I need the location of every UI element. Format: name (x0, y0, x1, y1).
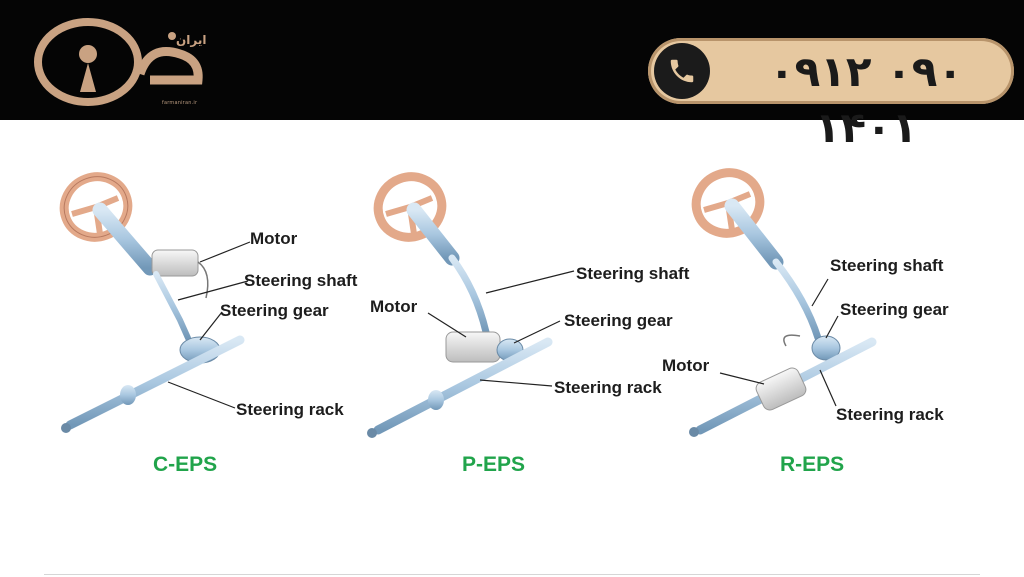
r-eps-gear (811, 335, 841, 361)
r-eps-shaft-label: Steering shaft (830, 256, 944, 275)
p-eps-column (406, 202, 460, 266)
r-eps-column (724, 198, 784, 270)
p-eps-shaft (448, 254, 490, 336)
header-bar: ایران farmaniran.ir ۰۹۱۲ ۰۹۰ ۱۴۰۱ (0, 0, 1024, 152)
p-eps-gear-label: Steering gear (564, 311, 673, 330)
phone-icon-circle (654, 43, 710, 99)
p-eps-assembly (367, 172, 575, 438)
phone-icon (670, 59, 694, 83)
c-eps-column (92, 202, 158, 276)
p-eps-rack (373, 337, 553, 435)
p-eps-title: P-EPS (462, 453, 526, 476)
c-eps-motor-label: Motor (250, 229, 298, 248)
r-eps-assembly (689, 168, 877, 437)
p-eps-rack-label: Steering rack (554, 378, 662, 397)
phone-number[interactable]: ۰۹۱۲ ۰۹۰ ۱۴۰۱ (768, 47, 964, 152)
c-eps-title: C-EPS (153, 453, 218, 476)
c-eps-shaft-label: Steering shaft (244, 271, 358, 290)
c-eps-shaft (153, 271, 191, 341)
eps-diagram (59, 168, 877, 438)
p-eps-shaft-label: Steering shaft (576, 264, 690, 283)
r-eps-gear-label: Steering gear (840, 300, 949, 319)
c-eps-rack (65, 335, 245, 430)
p-eps-motor (445, 331, 501, 363)
r-eps-motor-label: Motor (662, 356, 710, 375)
c-eps-gear-label: Steering gear (220, 301, 329, 320)
r-eps-shaft (772, 258, 822, 342)
r-eps-rack-label: Steering rack (836, 405, 944, 424)
farman-logo: ایران (34, 18, 206, 106)
r-eps-motor (755, 367, 807, 411)
bottom-divider (44, 574, 980, 575)
phone-pill[interactable]: ۰۹۱۲ ۰۹۰ ۱۴۰۱ (648, 38, 1014, 152)
c-eps-rack-label: Steering rack (236, 400, 344, 419)
logo-subtitle: farmaniran.ir (162, 100, 198, 106)
c-eps-motor (151, 249, 199, 277)
p-eps-motor-label: Motor (370, 297, 418, 316)
logo-small-text: ایران (176, 33, 206, 47)
c-eps-assembly (59, 172, 251, 433)
r-eps-title: R-EPS (780, 453, 845, 476)
